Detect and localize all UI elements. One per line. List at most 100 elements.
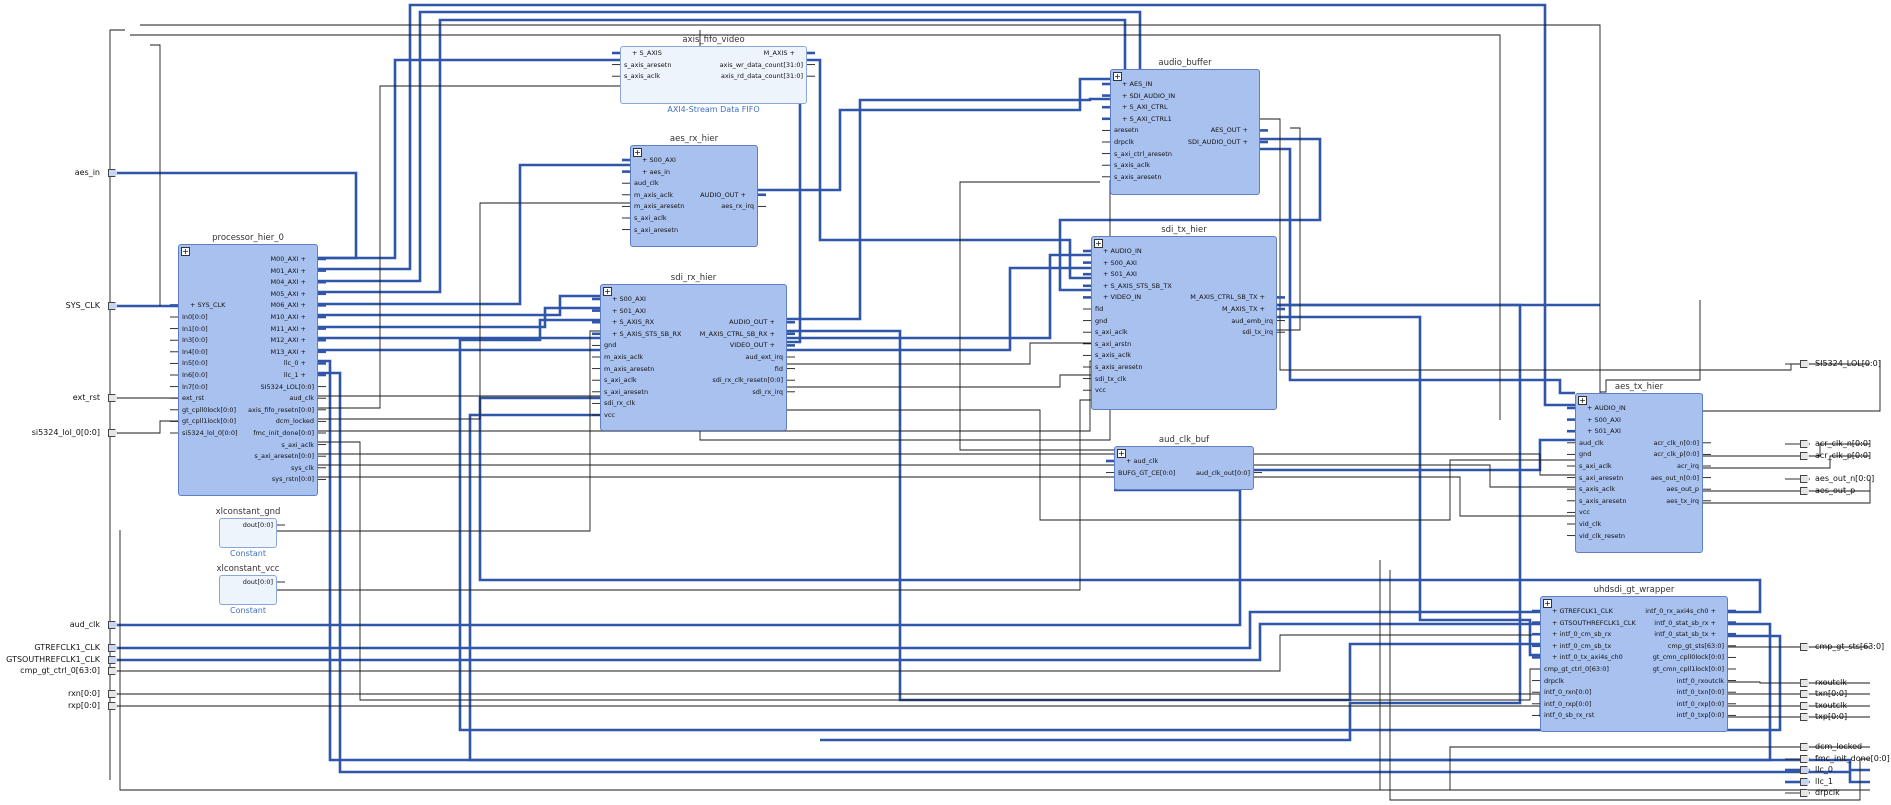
- expand-hierarchy-icon[interactable]: +: [1543, 599, 1552, 608]
- output-pin-label[interactable]: dout[0:0]: [242, 521, 273, 529]
- input-port-icon[interactable]: [108, 667, 118, 675]
- bus-net-25[interactable]: [108, 488, 1242, 627]
- input-pin-label[interactable]: aresetn: [1114, 126, 1139, 135]
- sdi-tx-hier-block[interactable]: [1091, 236, 1277, 410]
- signal-net-32[interactable]: [119, 530, 1870, 791]
- output-pin-label[interactable]: intf_0_txn[0:0]: [1676, 688, 1724, 697]
- output-port-icon[interactable]: [1800, 713, 1810, 721]
- input-port-icon[interactable]: [108, 302, 118, 310]
- bus-net-6[interactable]: [318, 163, 630, 306]
- input-pin-label[interactable]: s_axi_aclk: [634, 214, 667, 222]
- input-pin-label[interactable]: + S_AXI_CTRL: [1122, 103, 1168, 112]
- signal-net-38[interactable]: [1702, 360, 1881, 412]
- input-port-icon[interactable]: [108, 429, 118, 437]
- xlconstant-vcc-block[interactable]: [219, 575, 277, 605]
- output-pin-label[interactable]: axis_fifo_resetn[0:0]: [248, 405, 314, 414]
- input-pin-label[interactable]: s_axis_aclk: [1114, 161, 1151, 170]
- input-pin-label[interactable]: ext_rst: [182, 394, 205, 403]
- output-pin-label[interactable]: AUDIO_OUT +: [729, 318, 775, 327]
- output-pin-label[interactable]: M_AXIS +: [763, 49, 795, 57]
- axis-fifo-video-block[interactable]: [620, 46, 807, 104]
- input-pin-label[interactable]: vid_clk_resetn: [1579, 531, 1626, 540]
- output-pin-label[interactable]: axis_rd_data_count[31:0]: [720, 72, 803, 81]
- bus-net-2[interactable]: [318, 58, 630, 260]
- input-pin-label[interactable]: In3[0:0]: [182, 336, 208, 345]
- output-pin-label[interactable]: intf_0_txp[0:0]: [1676, 711, 1724, 720]
- input-pin-label[interactable]: vcc: [1095, 386, 1106, 395]
- output-pin-label[interactable]: aes_out_p: [1666, 485, 1699, 494]
- input-pin-label[interactable]: vcc: [604, 411, 615, 419]
- output-pin-label[interactable]: M06_AXI +: [270, 301, 306, 310]
- output-port-icon[interactable]: [1800, 690, 1810, 698]
- input-pin-label[interactable]: + AUDIO_IN: [1103, 247, 1142, 255]
- output-pin-label[interactable]: acr_clk_p[0:0]: [1653, 450, 1699, 459]
- output-port-icon[interactable]: [1800, 360, 1810, 368]
- input-pin-label[interactable]: In1[0:0]: [182, 324, 208, 333]
- output-pin-label[interactable]: sdi_rx_irq: [752, 387, 783, 396]
- input-pin-label[interactable]: + aes_in: [642, 167, 671, 176]
- output-pin-label[interactable]: M01_AXI +: [270, 266, 306, 275]
- output-port-icon[interactable]: [1800, 475, 1810, 483]
- input-pin-label[interactable]: + GTSOUTHREFCLK1_CLK: [1552, 618, 1636, 627]
- input-pin-label[interactable]: In5[0:0]: [182, 359, 208, 368]
- output-pin-label[interactable]: dcm_locked: [275, 417, 314, 426]
- signal-net-8[interactable]: [318, 464, 1575, 488]
- bus-net-3[interactable]: [318, 3, 1575, 407]
- input-pin-label[interactable]: vcc: [1579, 508, 1590, 517]
- bus-net-27[interactable]: [108, 622, 1540, 662]
- bus-net-22[interactable]: [478, 396, 1762, 614]
- input-port-icon[interactable]: [108, 656, 118, 664]
- signal-net-27[interactable]: [787, 409, 1575, 521]
- output-pin-label[interactable]: M_AXIS_CTRL_SB_TX +: [1190, 293, 1265, 302]
- signal-net-26[interactable]: [787, 374, 1091, 388]
- input-pin-label[interactable]: m_axis_aresetn: [604, 364, 655, 373]
- signal-net-12[interactable]: [1703, 443, 1870, 457]
- audio-buffer-block[interactable]: [1110, 69, 1260, 195]
- output-pin-label[interactable]: M11_AXI +: [270, 324, 306, 333]
- output-pin-label[interactable]: aud_clk: [289, 394, 314, 403]
- output-pin-label[interactable]: aes_tx_irq: [1666, 496, 1699, 505]
- bus-net-23[interactable]: [468, 413, 1772, 762]
- input-pin-label[interactable]: s_axi_ctrl_aresetn: [1114, 149, 1172, 158]
- bus-net-13[interactable]: [787, 58, 1091, 280]
- output-pin-label[interactable]: axis_wr_data_count[31:0]: [719, 60, 803, 69]
- input-pin-label[interactable]: + S_AXIS_STS_SB_RX: [612, 329, 682, 338]
- input-pin-label[interactable]: + AES_IN: [1122, 80, 1153, 88]
- output-pin-label[interactable]: intf_0_rx_axi4s_ch0 +: [1645, 607, 1716, 615]
- input-pin-label[interactable]: + GTREFCLK1_CLK: [1552, 607, 1613, 615]
- output-port-icon[interactable]: [1800, 778, 1810, 786]
- input-pin-label[interactable]: s_axi_aresetn: [1579, 473, 1624, 482]
- input-pin-label[interactable]: + intf_0_tx_axi4s_ch0: [1552, 653, 1623, 662]
- output-pin-label[interactable]: AES_OUT +: [1210, 126, 1248, 135]
- output-pin-label[interactable]: dout[0:0]: [242, 578, 273, 586]
- signal-net-21[interactable]: [108, 634, 1540, 672]
- input-pin-label[interactable]: In0[0:0]: [182, 313, 208, 321]
- output-pin-label[interactable]: sdi_tx_irq: [1242, 328, 1273, 337]
- signal-net-15[interactable]: [1703, 491, 1871, 504]
- input-pin-label[interactable]: + S00_AXI: [1103, 258, 1137, 267]
- input-pin-label[interactable]: + S01_AXI: [1103, 270, 1137, 279]
- processor-hier-0-block[interactable]: [178, 244, 318, 496]
- signal-net-34[interactable]: [1379, 560, 1870, 791]
- output-pin-label[interactable]: llc_1 +: [283, 371, 306, 379]
- output-port-icon[interactable]: [1800, 452, 1810, 460]
- aud-clk-buf-block[interactable]: [1114, 446, 1254, 490]
- output-pin-label[interactable]: sdi_rx_clk_resetn[0:0]: [712, 376, 783, 385]
- bus-net-15[interactable]: [787, 97, 1110, 321]
- output-port-icon[interactable]: [1800, 440, 1810, 448]
- input-pin-label[interactable]: + S_AXIS_RX: [612, 318, 655, 327]
- input-port-icon[interactable]: [108, 621, 118, 629]
- output-port-icon[interactable]: [1800, 766, 1810, 774]
- output-port-icon[interactable]: [1800, 755, 1810, 763]
- input-pin-label[interactable]: aud_clk: [634, 179, 659, 188]
- bus-net-14[interactable]: [758, 77, 1110, 192]
- input-pin-label[interactable]: sdi_tx_clk: [1095, 374, 1127, 383]
- signal-net-24[interactable]: [1277, 127, 1301, 331]
- input-pin-label[interactable]: intf_0_rxn[0:0]: [1544, 688, 1592, 697]
- output-pin-label[interactable]: VIDEO_OUT +: [729, 341, 775, 350]
- output-pin-label[interactable]: aud_clk_out[0:0]: [1195, 468, 1250, 477]
- signal-net-30[interactable]: [130, 34, 1501, 420]
- input-pin-label[interactable]: drpclk: [1544, 676, 1565, 685]
- signal-net-6[interactable]: [318, 441, 1540, 701]
- output-pin-label[interactable]: s_axi_aresetn[0:0]: [254, 452, 314, 461]
